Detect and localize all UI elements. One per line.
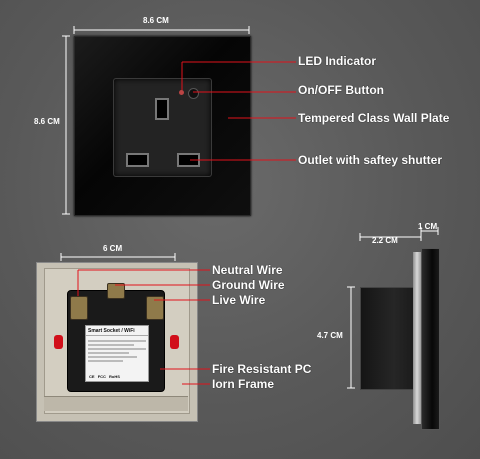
label-ground-wire: Ground Wire	[212, 278, 285, 292]
side-thickness-label: 1 CM	[418, 222, 438, 231]
side-depth-label: 2.2 CM	[372, 236, 398, 245]
back-frame-bottom-rail	[44, 396, 188, 411]
side-height-label: 4.7 CM	[317, 331, 343, 340]
module-label-title: Smart Socket / WiFi	[86, 326, 148, 336]
led-indicator-icon	[179, 90, 184, 95]
side-glass-plate	[421, 248, 440, 430]
module-label-sticker: Smart Socket / WiFi CE FCC RoHS	[85, 325, 149, 382]
neutral-terminal	[70, 296, 88, 320]
screw-hole-left	[54, 335, 63, 349]
screw-hole-right	[170, 335, 179, 349]
label-fire-resistant-pc: Fire Resistant PC	[212, 362, 312, 376]
label-tempered-glass: Tempered Class Wall Plate	[298, 111, 450, 125]
cert-ce: CE	[89, 374, 95, 379]
label-on-off-button: On/OFF Button	[298, 83, 384, 97]
on-off-button[interactable]	[188, 88, 199, 99]
label-iron-frame: Iorn Frame	[212, 377, 275, 391]
module-label-lines	[86, 336, 148, 366]
back-width-label: 6 CM	[103, 244, 123, 253]
label-live-wire: Live Wire	[212, 293, 266, 307]
earth-pin-slot	[155, 98, 169, 120]
side-module-body	[360, 287, 417, 390]
side-frame-edge	[413, 252, 421, 424]
label-neutral-wire: Neutral Wire	[212, 263, 283, 277]
certification-marks: CE FCC RoHS	[89, 374, 120, 379]
ground-terminal	[107, 283, 125, 299]
label-outlet-shutter: Outlet with saftey shutter	[298, 153, 443, 167]
live-terminal	[146, 296, 164, 320]
cert-rohs: RoHS	[109, 374, 120, 379]
cert-fcc: FCC	[97, 374, 106, 379]
front-height-label: 8.6 CM	[34, 117, 60, 126]
live-pin-slot	[126, 153, 149, 167]
label-led-indicator: LED Indicator	[298, 54, 377, 68]
front-width-label: 8.6 CM	[143, 16, 169, 25]
